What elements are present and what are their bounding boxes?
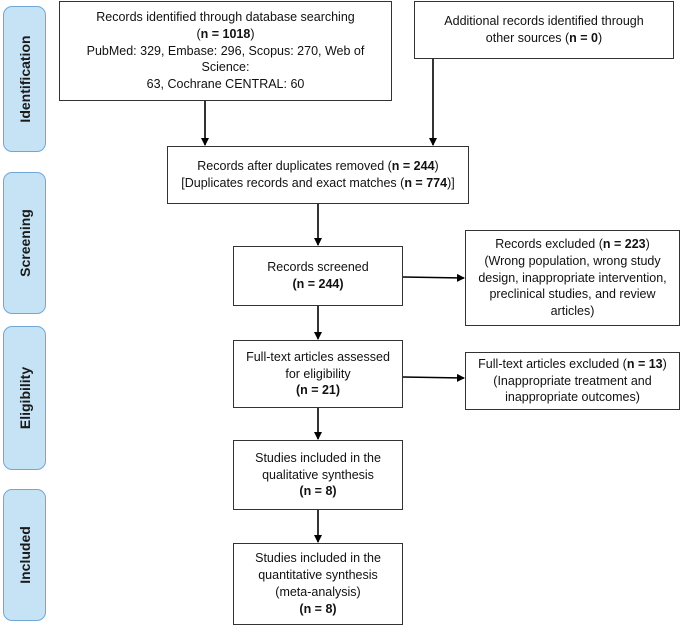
screened-line1: Records screened <box>267 260 369 275</box>
phase-included: Included <box>3 489 46 621</box>
phase-identification: Identification <box>3 6 46 152</box>
database-line3: PubMed: 329, Embase: 296, Scopus: 270, W… <box>86 43 365 75</box>
box-duplicates-removed: Records after duplicates removed (n = 24… <box>167 146 469 204</box>
phase-screening: Screening <box>3 172 46 314</box>
duplicates-line1: Records after duplicates removed (n = 24… <box>197 159 439 174</box>
fulltext-excluded-line1: Full-text articles excluded (n = 13) <box>478 356 667 371</box>
fulltext-assessed-line1: Full-text articles assessed <box>246 349 390 364</box>
box-other-sources: Additional records identified through ot… <box>414 1 674 59</box>
quantitative-line3: (meta-analysis) <box>275 585 361 599</box>
excluded-line2: (Wrong population, wrong study <box>484 253 661 268</box>
phase-eligibility: Eligibility <box>3 326 46 470</box>
box-records-excluded: Records excluded (n = 223) (Wrong popula… <box>465 230 680 326</box>
box-fulltext-assessed: Full-text articles assessed for eligibil… <box>233 340 403 408</box>
excluded-line5: articles) <box>550 304 595 319</box>
fulltext-assessed-line3: (n = 21) <box>295 383 341 398</box>
box-fulltext-excluded: Full-text articles excluded (n = 13) (In… <box>465 352 680 410</box>
database-line1: Records identified through database sear… <box>96 9 355 24</box>
quantitative-line2: quantitative synthesis <box>258 568 378 583</box>
quantitative-line4: (n = 8) <box>299 601 337 616</box>
fulltext-excluded-line3: inappropriate outcomes) <box>505 390 640 405</box>
arrow-fulltext-to-excluded <box>402 373 465 382</box>
screened-line2: (n = 244) <box>292 277 344 291</box>
fulltext-excluded-line2: (Inappropriate treatment and <box>493 373 652 388</box>
qualitative-line2: qualitative synthesis <box>262 467 374 482</box>
fulltext-assessed-line2: for eligibility <box>285 366 351 381</box>
duplicates-line2: [Duplicates records and exact matches (n… <box>181 176 455 190</box>
quantitative-line1: Studies included in the <box>255 551 381 566</box>
box-database-search: Records identified through database sear… <box>59 1 392 101</box>
database-line2: (n = 1018) <box>196 26 255 41</box>
qualitative-line3: (n = 8) <box>299 484 337 499</box>
qualitative-line1: Studies included in the <box>255 450 381 465</box>
other-sources-line1: Additional records identified through <box>444 14 644 29</box>
box-qualitative-synthesis: Studies included in the qualitative synt… <box>233 440 403 510</box>
box-quantitative-synthesis: Studies included in the quantitative syn… <box>233 543 403 625</box>
excluded-line1: Records excluded (n = 223) <box>495 236 650 251</box>
other-sources-line2: other sources (n = 0) <box>485 31 603 45</box>
box-records-screened: Records screened (n = 244) <box>233 246 403 306</box>
arrow-screened-to-excluded <box>402 273 465 282</box>
excluded-line4: preclinical studies, and review <box>489 287 656 302</box>
database-line4: 63, Cochrane CENTRAL: 60 <box>146 77 305 92</box>
excluded-line3: design, inappropriate intervention, <box>478 270 667 285</box>
